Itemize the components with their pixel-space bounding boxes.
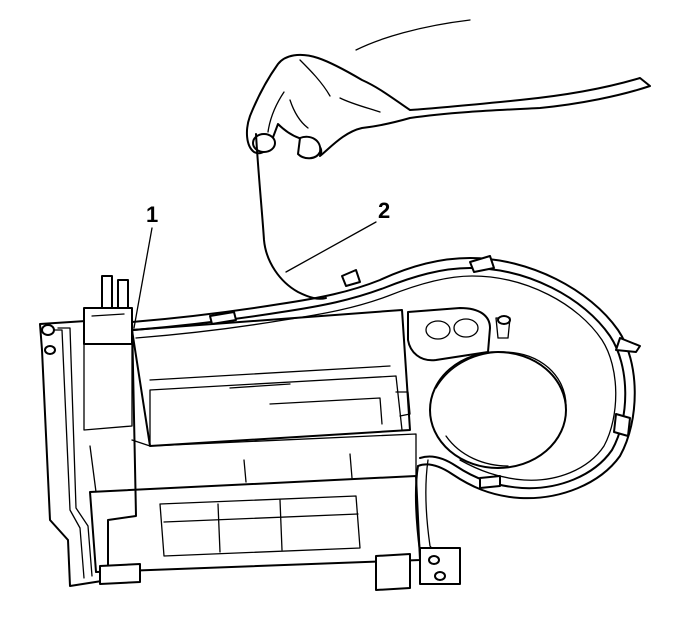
seal-strip-hanging	[255, 133, 327, 300]
hand-illustration	[245, 19, 651, 160]
hvac-housing	[39, 255, 641, 591]
callout-2-label: 2	[378, 198, 390, 223]
callout-2: 2	[285, 198, 390, 273]
callout-1: 1	[133, 202, 158, 329]
callout-1-label: 1	[146, 202, 158, 227]
